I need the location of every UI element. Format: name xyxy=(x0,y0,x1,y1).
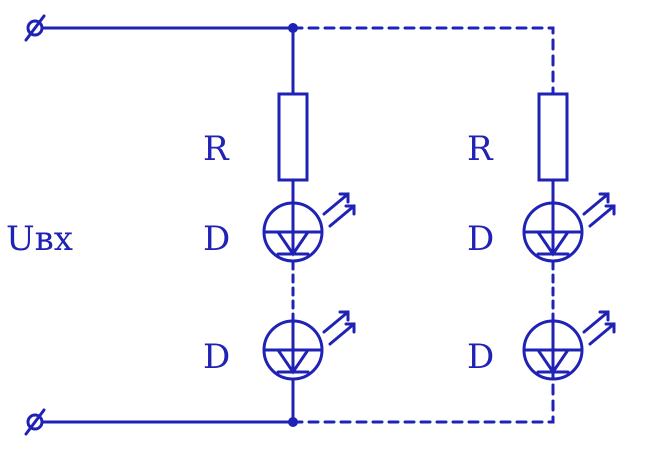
top-rail-dashed xyxy=(291,26,555,96)
resistor-label-1: R xyxy=(203,129,230,169)
bottom-rail-dashed xyxy=(291,363,555,424)
resistor-1 xyxy=(277,92,309,182)
diode-label-1-1: D xyxy=(203,219,230,259)
diode-label-2-1: D xyxy=(467,219,494,259)
branch-1 xyxy=(262,26,356,424)
led-1-1 xyxy=(262,192,356,263)
resistor-label-2: R xyxy=(467,129,494,169)
input-voltage-label: Uвх xyxy=(6,219,73,259)
led-2-2 xyxy=(522,310,616,381)
led-1-2 xyxy=(262,310,356,381)
diode-label-2-2: D xyxy=(467,337,494,377)
diode-label-1-2: D xyxy=(203,337,230,377)
branch-2 xyxy=(522,92,616,381)
led-2-1 xyxy=(522,192,616,263)
resistor-2 xyxy=(537,92,569,182)
